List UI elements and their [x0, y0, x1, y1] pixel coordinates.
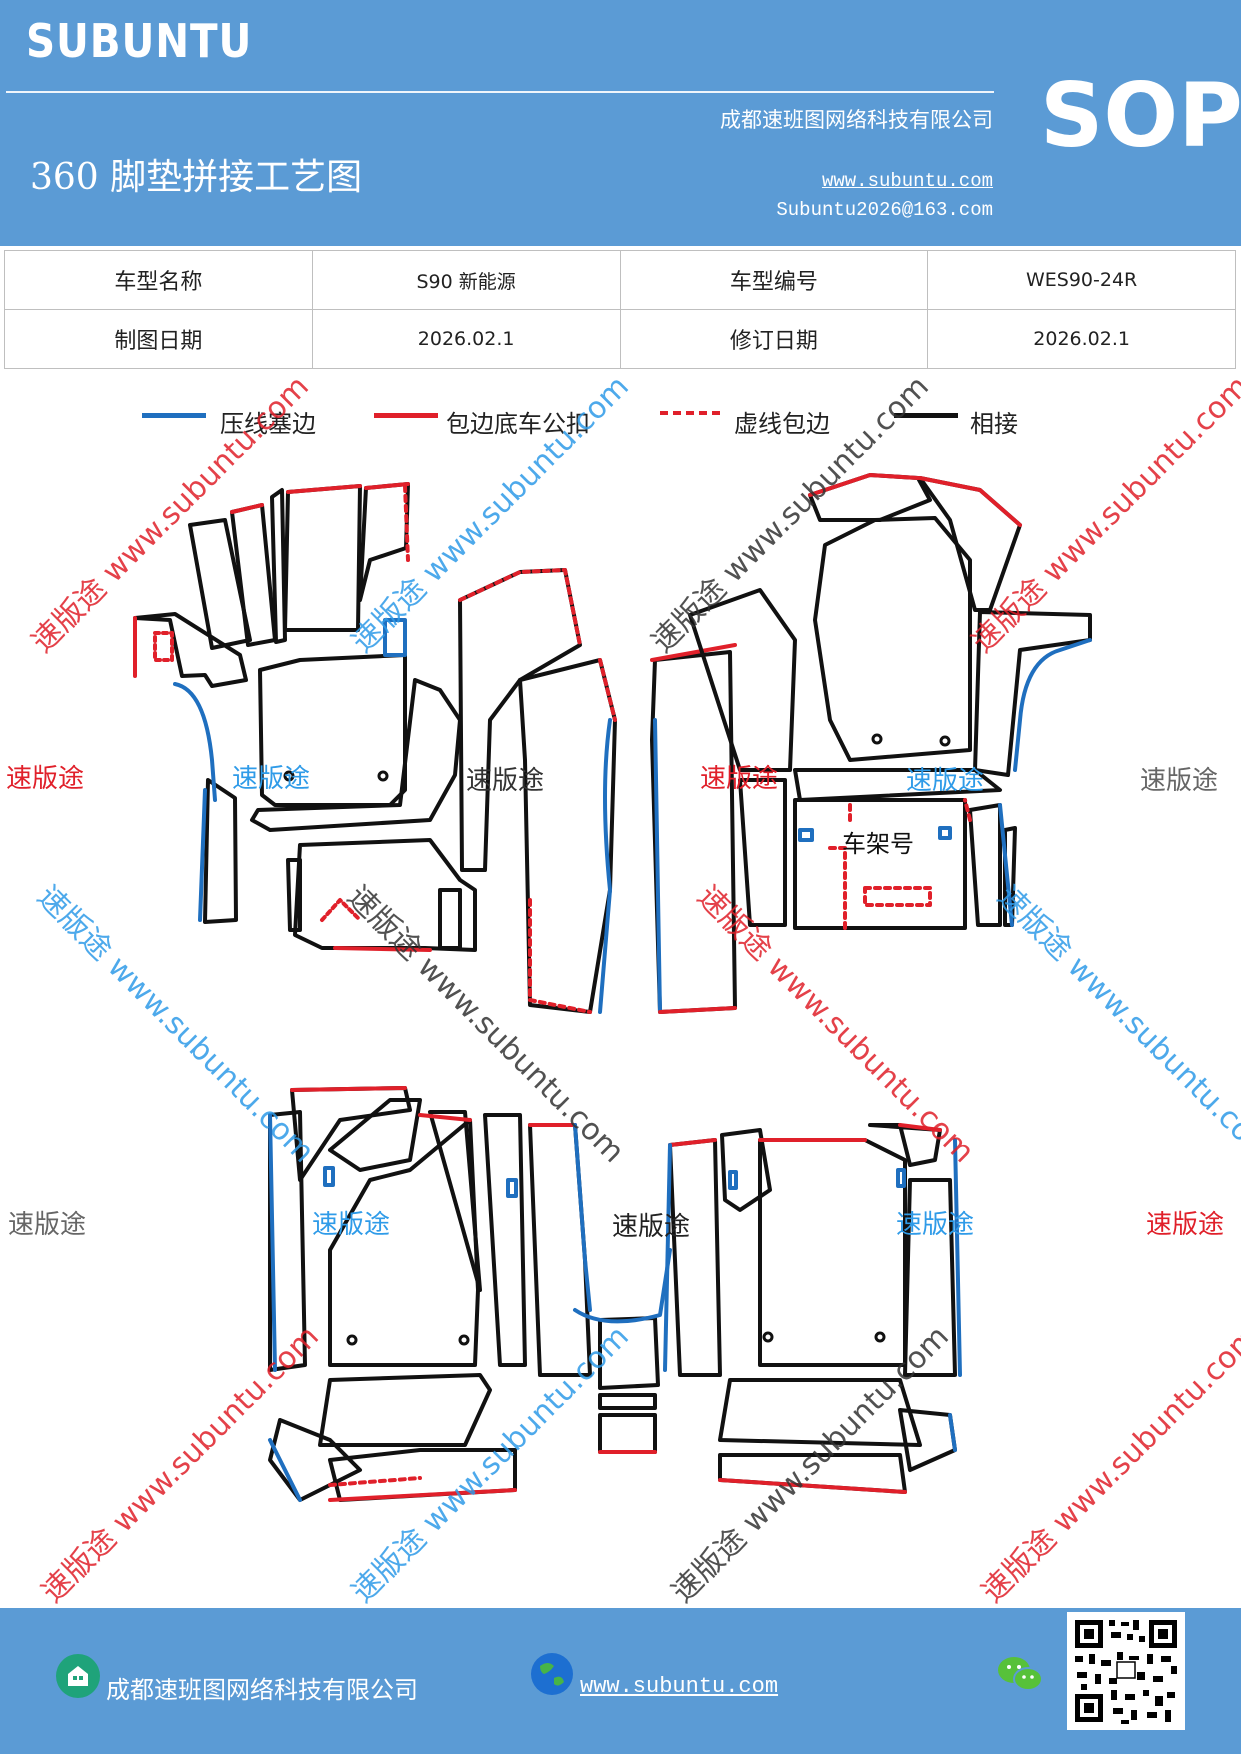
watermark: 速版途: [1140, 766, 1219, 796]
watermark: 速版途: [896, 1210, 975, 1240]
watermark: 速版途: [312, 1210, 391, 1240]
table-cell: 车型编号: [619, 250, 929, 310]
legend-swatch-red-dashed: [660, 411, 720, 415]
mat-rear-left-edges: [268, 1086, 592, 1502]
table-cell: 车型名称: [4, 250, 313, 310]
brand-logo: SUBUNTU: [26, 14, 253, 68]
mat-rear-right-edges: [663, 1123, 962, 1494]
header-banner: [0, 0, 1241, 246]
header-email: Subuntu2026@163.com: [776, 199, 993, 221]
watermark: 速版途: [700, 764, 779, 794]
table-cell: 2026.02.1: [311, 309, 621, 369]
snap-hole: [871, 733, 883, 745]
legend-label: 虚线包边: [734, 410, 830, 438]
watermark: 速版途: [6, 764, 85, 794]
table-cell: 制图日期: [4, 309, 313, 369]
vin-label: 车架号: [842, 830, 914, 858]
footer-website-link[interactable]: www.subuntu.com: [580, 1674, 779, 1699]
table-cell: 修订日期: [619, 309, 929, 369]
header-divider: [6, 91, 994, 93]
header-company: 成都速班图网络科技有限公司: [720, 108, 993, 132]
mat-front-left: [133, 482, 477, 952]
wechat-icon: [998, 1657, 1043, 1691]
snap-hole: [377, 770, 389, 782]
footer-company: 成都速班图网络科技有限公司: [106, 1676, 418, 1704]
table-cell: S90 新能源: [311, 250, 621, 310]
mat-rear-center: [573, 1248, 672, 1454]
table-cell: 2026.02.1: [927, 309, 1236, 369]
mat-front-left-edges: [133, 482, 432, 952]
table-row: 制图日期 2026.02.1 修订日期 2026.02.1: [4, 309, 1236, 369]
building-icon: [56, 1654, 100, 1698]
snap-hole: [939, 735, 951, 747]
table-row: 车型名称 S90 新能源 车型编号 WES90-24R: [4, 250, 1236, 310]
legend-label: 相接: [970, 410, 1018, 438]
snap-hole: [346, 1334, 358, 1346]
table-cell: WES90-24R: [927, 250, 1236, 310]
mat-center-top: [458, 568, 737, 1014]
snap-hole: [874, 1331, 886, 1343]
header-website-link[interactable]: www.subuntu.com: [821, 170, 993, 192]
watermark: 速版途: [906, 766, 985, 796]
watermark: 速版途: [1146, 1210, 1225, 1240]
legend-swatch-red: [374, 413, 438, 418]
legend-label: 包边底车公扣: [446, 410, 590, 438]
globe-icon: [531, 1653, 573, 1695]
legend-swatch-blue: [142, 413, 206, 418]
qr-code[interactable]: [1067, 1612, 1185, 1730]
watermark: 速版途: [232, 764, 311, 794]
watermark: 速版途: [466, 766, 545, 796]
mat-front-right: [688, 473, 1092, 930]
page-title: 360 脚垫拼接工艺图: [30, 157, 363, 198]
watermark: 速版途: [8, 1210, 87, 1240]
snap-hole: [283, 770, 295, 782]
snap-hole: [762, 1331, 774, 1343]
legend-swatch-black: [894, 413, 958, 418]
sop-label: SOP: [1040, 64, 1241, 167]
mat-front-right-edges: [798, 473, 1092, 930]
watermark: 速版途: [612, 1212, 691, 1242]
vehicle-info-table: 车型名称 S90 新能源 车型编号 WES90-24R 制图日期 2026.02…: [4, 250, 1236, 369]
snap-hole: [458, 1334, 470, 1346]
legend-label: 压线塞边: [220, 410, 316, 438]
